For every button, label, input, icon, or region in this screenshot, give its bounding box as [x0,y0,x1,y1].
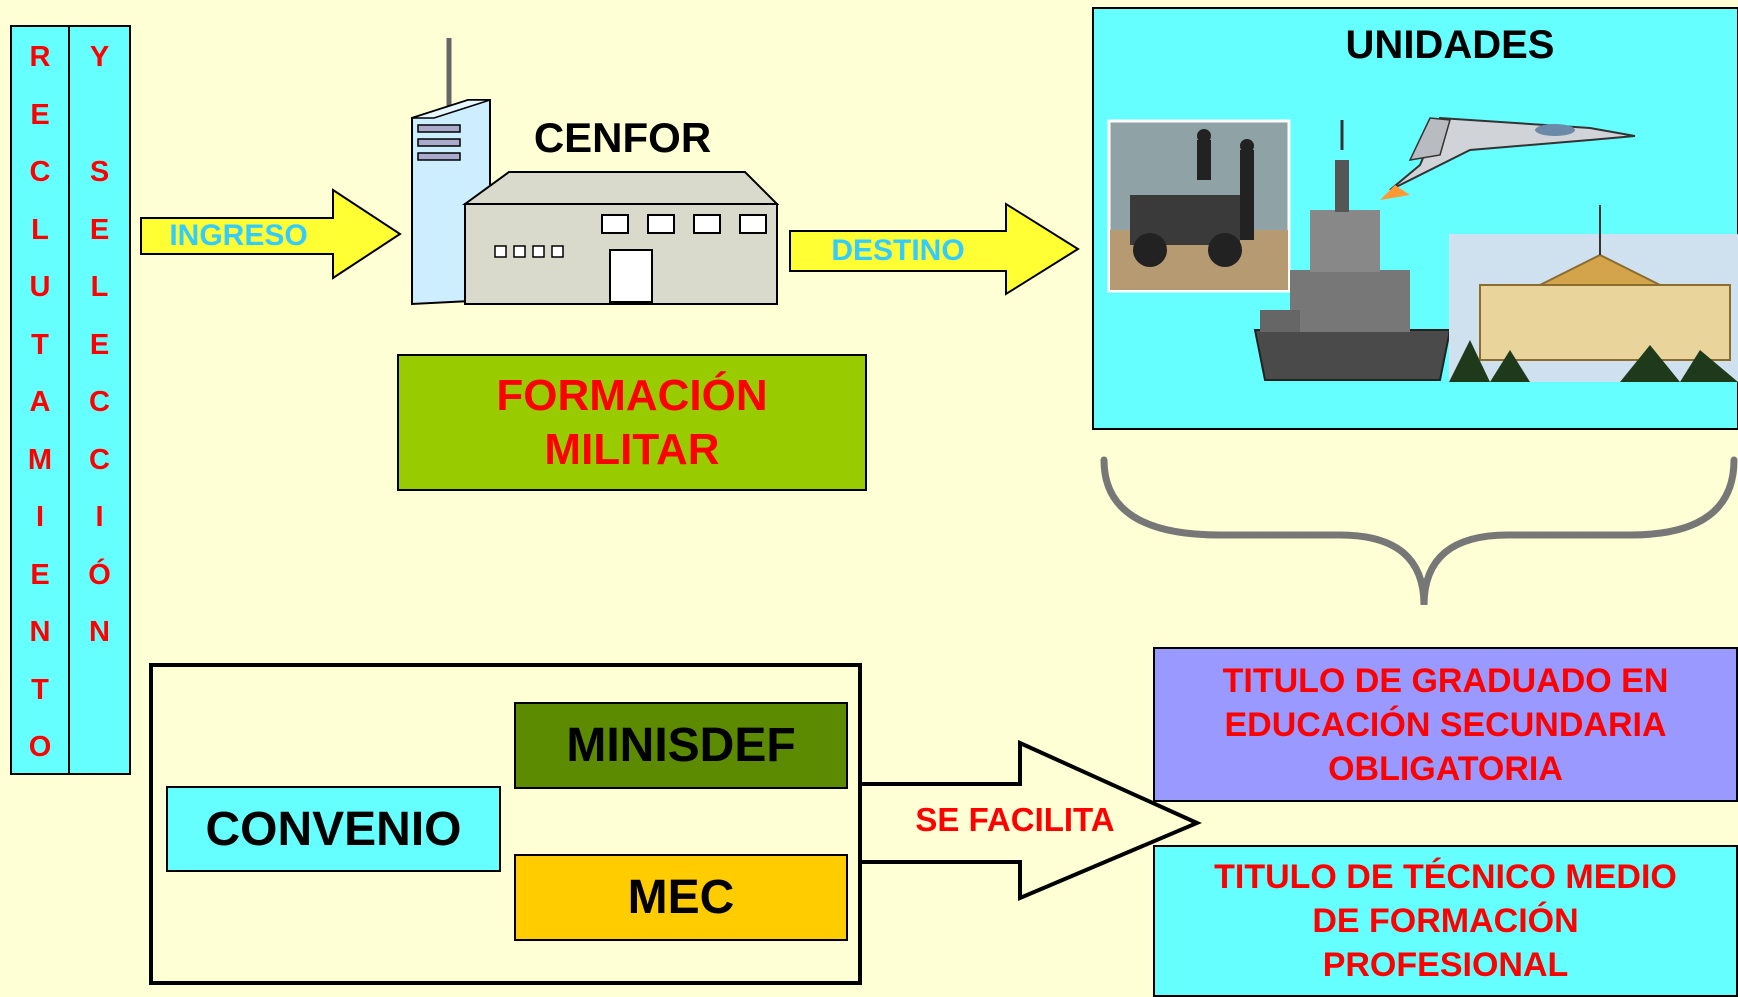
mec-box: MEC [514,854,848,941]
vertical-letter: E [30,98,50,131]
convenio-label: CONVENIO [205,802,462,856]
destino-label: DESTINO [831,234,965,267]
se-facilita-arrow [858,739,1202,902]
vertical-letter: S [89,156,110,188]
vertical-letter: A [29,386,51,418]
jeep-soldiers-icon [1107,119,1291,293]
vertical-letter: L [31,213,49,246]
formacion-line2: MILITAR [544,424,720,474]
vertical-letter: E [89,328,110,361]
vertical-letter: I [35,501,45,533]
tecnico-line3: PROFESIONAL [1322,946,1569,984]
warship-icon [1253,120,1452,381]
vertical-letter: N [29,616,51,648]
vertical-letter: C [89,443,110,476]
destino-arrow [789,202,1080,296]
tecnico-title-box: TITULO DE TÉCNICO MEDIO DE FORMACIÓN PRO… [1153,845,1738,997]
ingreso-arrow [140,188,402,280]
tecnico-line1: TITULO DE TÉCNICO MEDIO [1214,858,1677,896]
graduado-line2: EDUCACIÓN SECUNDARIA [1224,705,1667,744]
minisdef-label: MINISDEF [566,719,796,772]
convenio-box: CONVENIO [166,786,501,872]
mec-label: MEC [627,871,735,924]
vertical-letter: E [89,213,110,246]
ingreso-label: INGRESO [169,219,308,252]
fighter-jet-icon [1380,116,1636,200]
vertical-letter: C [29,156,51,188]
vertical-letter: T [31,673,49,706]
vertical-letter: Ó [88,558,111,591]
tecnico-line2: DE FORMACIÓN [1312,902,1579,940]
vertical-letter: E [30,558,50,591]
vertical-letter: R [29,41,51,73]
vertical-letter: Y [89,41,110,73]
graduado-title-box: TITULO DE GRADUADO EN EDUCACIÓN SECUNDAR… [1153,647,1738,802]
vertical-letter: C [89,386,110,418]
vertical-letter: T [31,328,49,361]
cenfor-title: CENFOR [533,114,712,161]
vertical-letter: M [27,443,53,476]
graduado-line3: OBLIGATORIA [1328,749,1563,788]
se-facilita-label: SE FACILITA [915,801,1115,838]
formacion-line1: FORMACIÓN [496,370,768,420]
palace-icon [1449,205,1738,382]
curly-brace-icon [1100,456,1738,606]
building-icon [411,38,780,306]
graduado-line1: TITULO DE GRADUADO EN [1222,661,1669,700]
vertical-letter: L [90,271,109,303]
minisdef-box: MINISDEF [514,702,848,789]
formacion-militar-box: FORMACIÓN MILITAR [397,354,867,491]
vertical-letter: O [28,731,52,763]
vertical-letter: U [29,271,51,303]
unidades-title: UNIDADES [1345,23,1555,67]
vertical-letter: I [95,501,104,533]
vertical-letter: N [89,616,110,648]
